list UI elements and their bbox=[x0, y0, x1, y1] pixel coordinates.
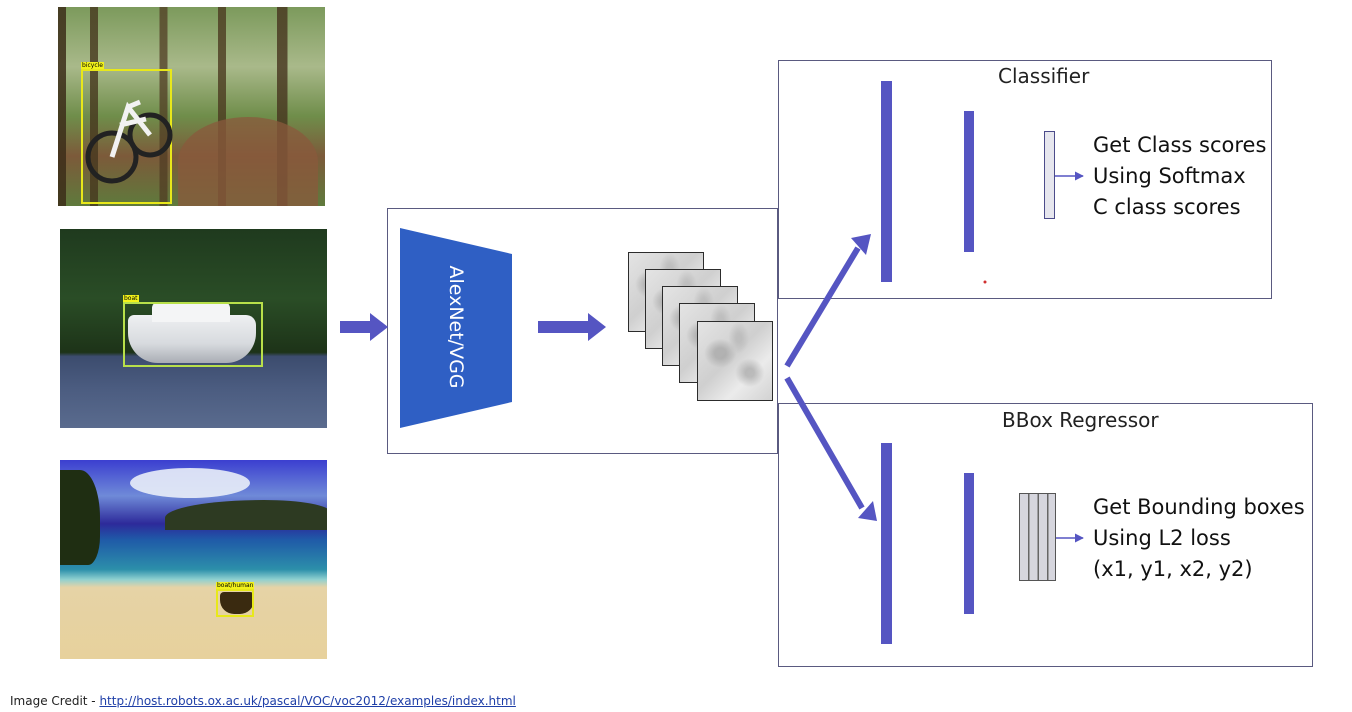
small-boat bbox=[220, 592, 254, 614]
regressor-line-2: Using L2 loss bbox=[1093, 526, 1231, 550]
beach-detection-box: boat/human bbox=[216, 582, 255, 617]
regressor-fc-layer-1 bbox=[881, 443, 892, 644]
bicycle-detection-label: bicycle bbox=[81, 62, 104, 69]
regressor-output-text: Get Bounding boxes Using L2 loss (x1, y1… bbox=[1093, 492, 1305, 585]
branch-arrow-classifier bbox=[784, 234, 871, 368]
boat-hull bbox=[128, 315, 256, 363]
classifier-fc-layer-2 bbox=[964, 111, 974, 252]
classifier-line-2: Using Softmax bbox=[1093, 164, 1246, 188]
classifier-fc-layer-1 bbox=[881, 81, 892, 282]
classifier-line-1: Get Class scores bbox=[1093, 133, 1267, 157]
classifier-score-vector bbox=[1044, 131, 1055, 219]
regressor-box-vectors bbox=[1019, 493, 1056, 581]
branch-arrow-regressor bbox=[784, 376, 877, 521]
classifier-output-text: Get Class scores Using Softmax C class s… bbox=[1093, 130, 1266, 223]
regressor-panel bbox=[778, 403, 1313, 667]
hill bbox=[165, 500, 327, 530]
image-credit-link[interactable]: http://host.robots.ox.ac.uk/pascal/VOC/v… bbox=[99, 694, 516, 708]
image-credit-prefix: Image Credit - bbox=[10, 694, 100, 708]
input-arrow bbox=[340, 313, 388, 341]
classifier-line-3: C class scores bbox=[1093, 195, 1241, 219]
clipped-title-fragment bbox=[330, 0, 1110, 14]
backbone-label-text: AlexNet/VGG bbox=[445, 265, 467, 389]
beach-photo: boat/human bbox=[60, 460, 327, 659]
boat-photo: boat bbox=[60, 229, 327, 428]
backbone-label: AlexNet/VGG bbox=[441, 227, 471, 427]
backbone-trapezoid bbox=[400, 228, 512, 428]
image-credit: Image Credit - http://host.robots.ox.ac.… bbox=[10, 694, 516, 708]
regressor-line-1: Get Bounding boxes bbox=[1093, 495, 1305, 519]
feature-arrow bbox=[538, 313, 606, 341]
regressor-title: BBox Regressor bbox=[1002, 408, 1159, 432]
tree-left bbox=[60, 470, 100, 565]
beach-detection-label: boat/human bbox=[216, 582, 255, 589]
cloud bbox=[130, 468, 250, 498]
feature-map-5 bbox=[697, 321, 773, 401]
regressor-fc-layer-2 bbox=[964, 473, 974, 614]
classifier-panel bbox=[778, 60, 1272, 299]
boat-cabin bbox=[152, 302, 230, 322]
bicycle-drawing bbox=[85, 99, 173, 184]
boat-detection-box: boat bbox=[123, 295, 263, 367]
classifier-title: Classifier bbox=[998, 64, 1090, 88]
bicycle-photo: bicycle bbox=[58, 7, 325, 206]
dirt-path bbox=[178, 117, 318, 206]
red-dot bbox=[983, 280, 987, 284]
regressor-line-3: (x1, y1, x2, y2) bbox=[1093, 557, 1253, 581]
backbone-container bbox=[387, 208, 778, 454]
boat-detection-label: boat bbox=[123, 295, 139, 302]
